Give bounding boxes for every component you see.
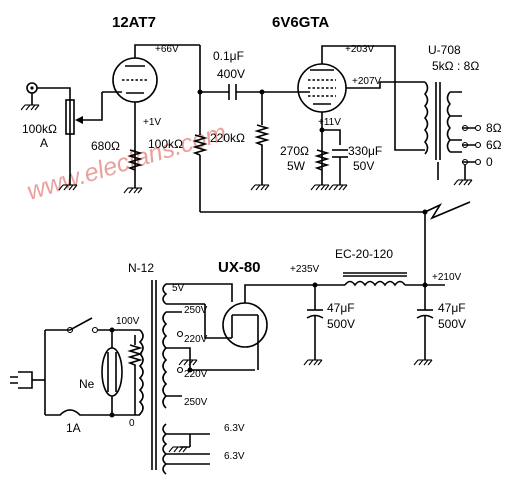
c-filter2-voltage: 500V <box>438 317 466 331</box>
power-supply: UX-80 N-12 Ne 1A 100V 0 5V <box>10 212 466 475</box>
volume-pot-label: 100kΩ <box>22 122 57 136</box>
r-grid-label: 220kΩ <box>210 131 245 145</box>
volume-pot <box>65 99 75 135</box>
voltage-207v: +207V <box>352 76 382 87</box>
input-stage: 100kΩ A 12AT7 +66V +1V 680Ω 100kΩ 0.1μF … <box>20 14 310 212</box>
neon-lamp-label: Ne <box>79 377 95 391</box>
output-transformer-spec: 5kΩ : 8Ω <box>432 59 479 73</box>
c-filter2-label: 47μF <box>438 301 466 315</box>
primary-tap-100v: 100V <box>116 316 140 327</box>
feedback-arrow-icon <box>424 201 471 220</box>
output-tube-label: 6V6GTA <box>272 14 329 31</box>
secondary-tap-220v-top: 220V <box>184 334 208 345</box>
primary-tap-0: 0 <box>129 418 135 429</box>
output-tap-8: 8Ω <box>486 121 502 135</box>
output-transformer-name: U-708 <box>428 43 461 57</box>
voltage-11v: +11V <box>318 117 341 128</box>
heater-tap-6-3v-bottom: 6.3V <box>224 451 245 462</box>
c-cathode-out-label: 330μF <box>348 144 382 158</box>
r-plate-label: 100kΩ <box>148 137 183 151</box>
c-filter1-label: 47μF <box>327 301 355 315</box>
secondary-tap-250v-bottom: 250V <box>184 397 208 408</box>
r-cathode-out-power: 5W <box>287 159 306 173</box>
voltage-66v: +66V <box>155 44 179 55</box>
output-tap-6: 6Ω <box>486 138 502 152</box>
c-filter1-voltage: 500V <box>327 317 355 331</box>
output-transformer: U-708 5kΩ : 8Ω 8Ω 6Ω 0 <box>395 43 502 186</box>
preamp-tube-icon <box>112 57 158 103</box>
neon-lamp-icon <box>101 347 123 397</box>
rectifier-tube-icon <box>222 302 268 348</box>
output-stage: 6V6GTA +203V +207V +11V 270Ω 5W 330μF 50… <box>272 14 425 191</box>
secondary-tap-5v: 5V <box>172 283 185 294</box>
r-cathode-out-label: 270Ω <box>280 144 309 158</box>
choke-label: EC-20-120 <box>335 247 393 261</box>
rectifier-tube-label: UX-80 <box>218 259 261 276</box>
output-tap-0: 0 <box>486 155 493 169</box>
c-coupling-voltage: 400V <box>217 67 245 81</box>
secondary-tap-250v-top: 250V <box>184 305 208 316</box>
fuse-label: 1A <box>66 421 81 435</box>
secondary-tap-220v-bottom: 220V <box>184 369 208 380</box>
choke-icon <box>344 280 406 287</box>
c-cathode-out-voltage: 50V <box>353 159 374 173</box>
voltage-203v: +203V <box>345 44 375 55</box>
voltage-235v: +235V <box>290 264 320 275</box>
power-transformer-name: N-12 <box>128 261 154 275</box>
power-plug-icon <box>10 371 33 389</box>
volume-pot-taper: A <box>40 136 48 150</box>
c-coupling-label: 0.1μF <box>213 49 244 63</box>
preamp-tube-label: 12AT7 <box>112 14 156 31</box>
voltage-1v: +1V <box>143 117 161 128</box>
junction-dots <box>109 89 428 418</box>
pot-wiper-arrow-icon <box>75 116 83 124</box>
heater-tap-6-3v-top: 6.3V <box>224 423 245 434</box>
voltage-210v: +210V <box>432 272 462 283</box>
r-cathode-pre-label: 680Ω <box>91 139 120 153</box>
